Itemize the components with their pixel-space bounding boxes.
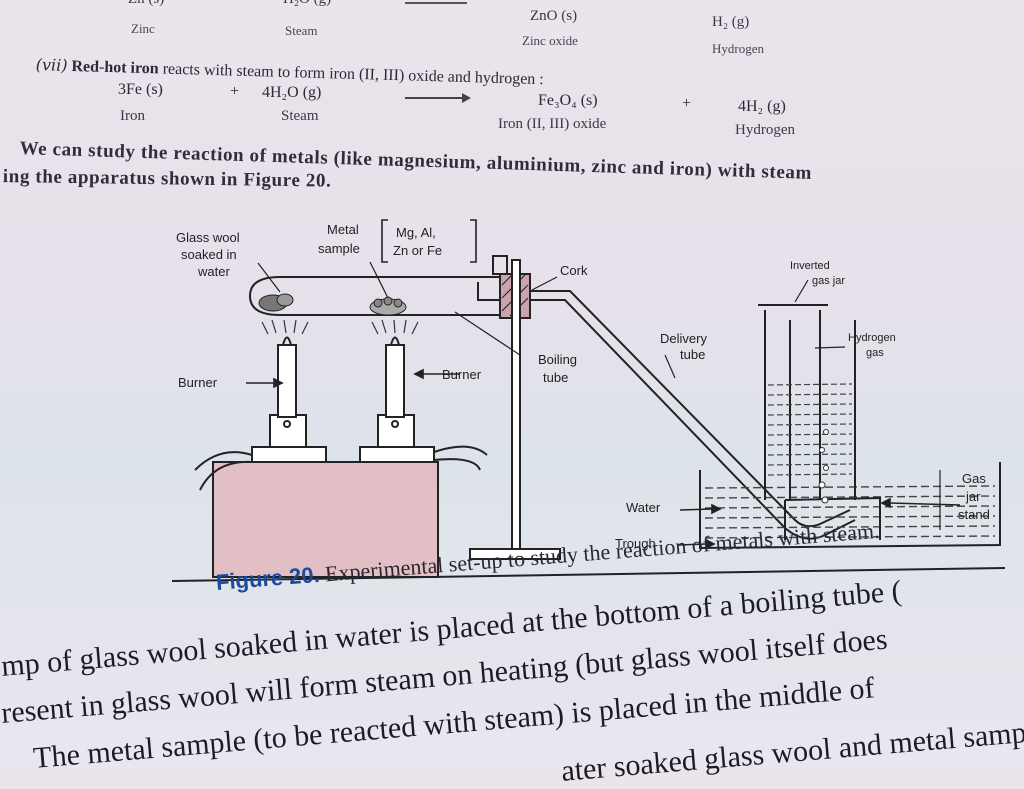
label-delivery-tube: tube xyxy=(680,347,706,362)
name-steam: Steam xyxy=(281,108,319,124)
label-metal: Metal xyxy=(327,222,359,237)
label-delivery: Delivery xyxy=(660,331,707,346)
reaction-arrow-head-icon xyxy=(462,93,471,103)
floor-line xyxy=(171,567,1006,582)
label-cork: Cork xyxy=(560,263,588,278)
gas-bubbles xyxy=(818,429,829,504)
reaction-arrow-icon xyxy=(405,97,467,99)
metal-bracket xyxy=(381,219,477,263)
top-water-formula: H₂O (g) xyxy=(283,0,331,8)
leader-lines xyxy=(257,261,941,530)
gas-jar xyxy=(758,304,856,500)
label-burner-right: Burner xyxy=(442,367,482,382)
reactant-fe: 3Fe (s) xyxy=(118,81,163,98)
label-burner-left: Burner xyxy=(178,375,218,390)
top-zinc-oxide-name: Zinc oxide xyxy=(522,33,578,48)
label-gas-jar: gas jar xyxy=(812,275,846,287)
label-glass-wool: Glass wool xyxy=(176,230,240,245)
glass-wool xyxy=(258,293,294,312)
top-zinc-formula: Zn (s) xyxy=(128,0,164,8)
label-boiling-tube: tube xyxy=(543,370,569,385)
label-gas-stand-2: jar xyxy=(966,489,981,504)
top-zinc-name: Zinc xyxy=(131,21,155,36)
product-fe3o4: Fe₃O₄ (s) xyxy=(538,92,598,109)
label-gas: gas xyxy=(866,347,884,359)
label-metals-list-1: Mg, Al, xyxy=(396,225,436,240)
label-sample: sample xyxy=(318,241,360,256)
reaction-vii-number: (vii) xyxy=(35,55,68,75)
label-boiling: Boiling xyxy=(538,352,578,367)
gas-jar-stand xyxy=(784,496,881,540)
plus-2: + xyxy=(682,95,692,112)
reactant-water: 4H₂O (g) xyxy=(262,84,322,101)
gas-jar-water xyxy=(767,383,853,476)
top-steam-name: Steam xyxy=(285,23,318,38)
label-water-top: water xyxy=(198,264,230,279)
label-gas-stand-3: stand xyxy=(958,507,990,522)
burner-right xyxy=(359,336,488,471)
flame-marks xyxy=(261,319,419,335)
name-iron: Iron xyxy=(120,108,145,124)
intro-line-2: ing the apparatus shown in Figure 20. xyxy=(2,166,332,192)
top-zno: ZnO (s) xyxy=(530,8,578,24)
name-hydrogen: Hydrogen xyxy=(735,122,795,138)
metal-sample xyxy=(369,296,407,316)
label-trough: Trough xyxy=(615,536,656,551)
top-h2: H₂ (g) xyxy=(712,14,750,30)
apparatus-figure: Glass wool soaked in water Metal sample … xyxy=(0,195,1024,595)
burner-left xyxy=(194,336,327,491)
label-arrows xyxy=(246,368,961,550)
name-iron-oxide: Iron (II, III) oxide xyxy=(498,116,607,132)
apparatus-diagram xyxy=(171,219,1006,582)
trough-water xyxy=(704,485,996,539)
retort-stand xyxy=(469,255,561,560)
product-h2: 4H₂ (g) xyxy=(738,98,786,115)
label-soaked-in: soaked in xyxy=(181,247,237,262)
label-inverted: Inverted xyxy=(790,260,830,272)
burner-block xyxy=(212,461,439,578)
top-arrow-icon xyxy=(405,2,467,4)
label-hydrogen: Hydrogen xyxy=(848,332,896,344)
label-water: Water xyxy=(626,500,661,515)
label-metals-list-2: Zn or Fe xyxy=(393,243,443,258)
top-hydrogen-name: Hydrogen xyxy=(712,41,764,56)
plus-1: + xyxy=(230,83,240,100)
label-gas-stand-1: Gas xyxy=(962,471,986,486)
reaction-vii-heading: Red-hot iron xyxy=(71,57,159,78)
reaction-vii-text: reacts with steam to form iron (II, III)… xyxy=(162,60,544,89)
